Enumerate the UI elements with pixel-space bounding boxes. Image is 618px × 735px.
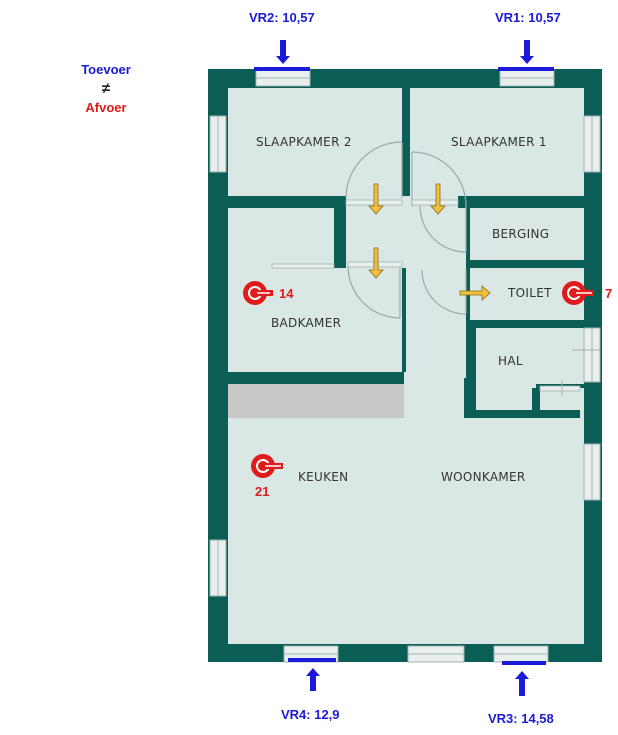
exhaust-value-keuken: 21 (255, 484, 270, 499)
floor-hal (476, 328, 584, 410)
legend: Toevoer ≠ Afvoer (56, 60, 156, 117)
room-label-slaapkamer-1: SLAAPKAMER 1 (451, 135, 547, 149)
wall-hal-cupboard (532, 388, 540, 414)
floor-berging (470, 208, 584, 260)
floor-hallway-lower (402, 268, 466, 420)
supply-marker-vr3 (502, 661, 546, 696)
room-label-badkamer: BADKAMER (271, 316, 342, 330)
wall-toilet-bottom (470, 320, 584, 328)
window-mullions (217, 77, 593, 655)
door-berging (419, 205, 467, 253)
floor-hal-edge (580, 328, 584, 420)
door-slaapkamer-1 (411, 151, 467, 207)
wall-badkamer-right (402, 268, 406, 372)
wall-hal-left (464, 378, 472, 418)
door-toilet (421, 269, 467, 315)
legend-supply: Toevoer (81, 62, 131, 77)
supply-marker-vr1 (498, 40, 554, 71)
flow-arrow-slaapkamer-1 (430, 183, 446, 215)
supply-marker-vr4 (288, 658, 336, 691)
door-badkamer (347, 265, 401, 319)
room-label-berging: BERGING (492, 227, 550, 241)
wall-badkamer-bottom (228, 372, 404, 384)
exhaust-value-toilet: 7 (605, 286, 613, 301)
flow-arrow-badkamer (368, 247, 384, 279)
wall-hal-bottom (464, 410, 538, 418)
room-label-woonkamer: WOONKAMER (441, 470, 526, 484)
supply-label-vr1: VR1: 10,57 (495, 10, 561, 25)
supply-label-vr3: VR3: 14,58 (488, 711, 554, 726)
door-slaapkamer-2 (345, 141, 403, 199)
exhaust-marker-keuken (251, 454, 283, 478)
floor-keuken-woonkamer (228, 418, 584, 644)
interior-walls (228, 88, 584, 418)
supply-markers (254, 40, 554, 696)
legend-not-equal: ≠ (101, 80, 111, 97)
room-label-hal: HAL (498, 354, 523, 368)
kitchen-counter (228, 384, 404, 418)
flow-arrow-slaapkamer-2 (368, 183, 384, 215)
wall-badkamer-inner (334, 208, 346, 268)
room-label-toilet: TOILET (508, 286, 552, 300)
floor-slaapkamer-2 (228, 88, 402, 196)
floor-slaapkamer-1 (410, 88, 584, 196)
wall-berging-toilet (470, 260, 584, 268)
hal-door-marks (561, 349, 600, 396)
exhaust-markers (243, 281, 594, 478)
supply-label-vr4: VR4: 12,9 (281, 707, 340, 722)
room-label-keuken: KEUKEN (298, 470, 349, 484)
exhaust-marker-badkamer (243, 281, 273, 305)
supply-marker-vr2 (254, 40, 310, 71)
floor-badkamer-extension (334, 268, 402, 372)
flow-arrow-toilet (459, 285, 491, 301)
flow-arrows (368, 183, 491, 301)
legend-exhaust: Afvoer (85, 100, 127, 115)
exhaust-value-badkamer: 14 (279, 286, 294, 301)
room-floors (228, 88, 584, 644)
supply-label-vr2: VR2: 10,57 (249, 10, 315, 25)
room-label-slaapkamer-2: SLAAPKAMER 2 (256, 135, 352, 149)
wall-slaapkamer1-bottom (458, 196, 584, 208)
wall-bedrooms-divider (402, 88, 410, 196)
exhaust-marker-toilet (562, 281, 594, 305)
floor-hallway (346, 196, 470, 268)
wall-slaapkamer2-bottom (228, 196, 346, 208)
wall-berging-left (466, 208, 470, 326)
